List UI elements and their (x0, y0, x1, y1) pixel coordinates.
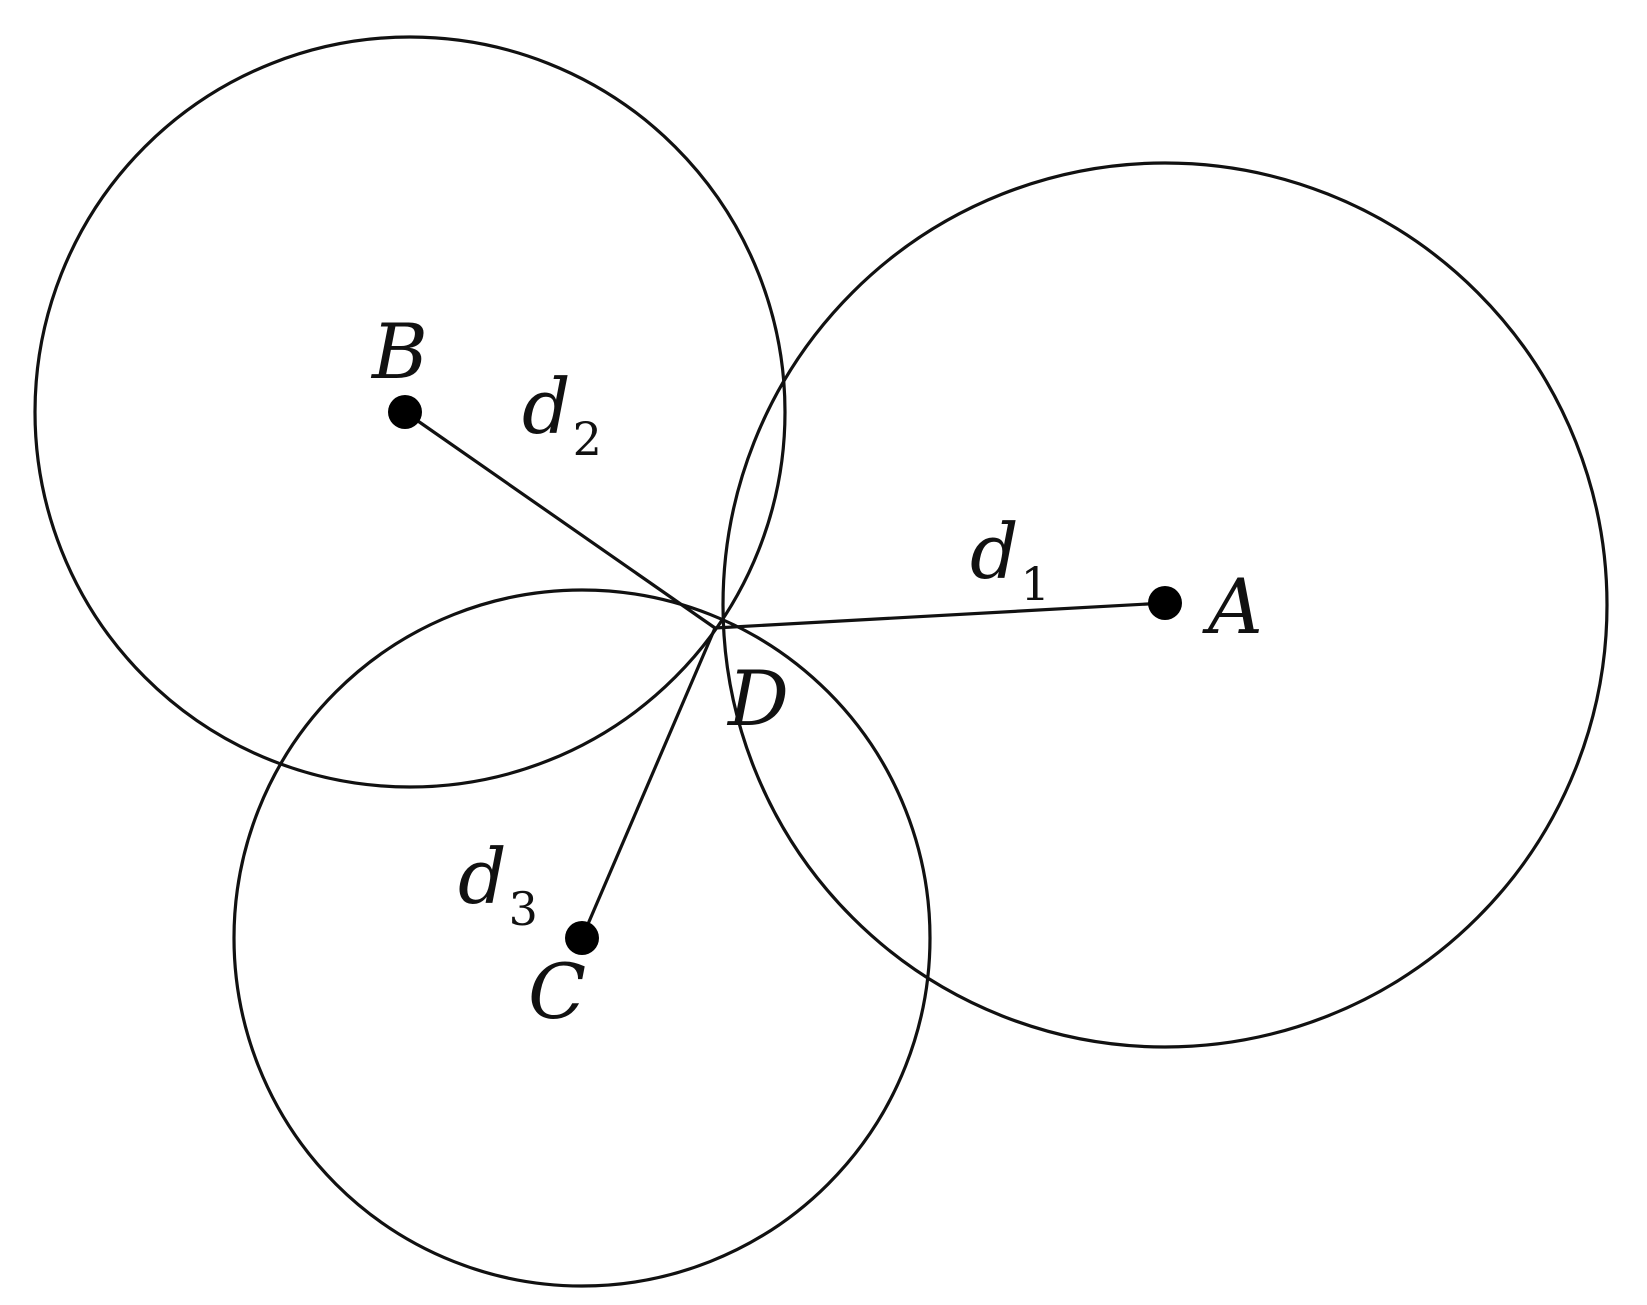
point-c (565, 921, 599, 955)
circle-a (721, 161, 1609, 1049)
circle-b (33, 35, 787, 789)
label-c: C (528, 947, 586, 1036)
label-a: A (1202, 562, 1263, 651)
segment-d3 (580, 627, 717, 939)
label-d1: d1 (970, 507, 1050, 611)
label-b: B (370, 307, 428, 396)
label-d2: d2 (522, 362, 602, 466)
circle-c (232, 588, 932, 1288)
point-b (388, 395, 422, 429)
segment-d1 (714, 601, 1166, 630)
point-a (1148, 586, 1182, 620)
label-d3: d3 (458, 832, 538, 936)
segment-d2 (404, 410, 716, 630)
label-d: D (726, 654, 789, 743)
